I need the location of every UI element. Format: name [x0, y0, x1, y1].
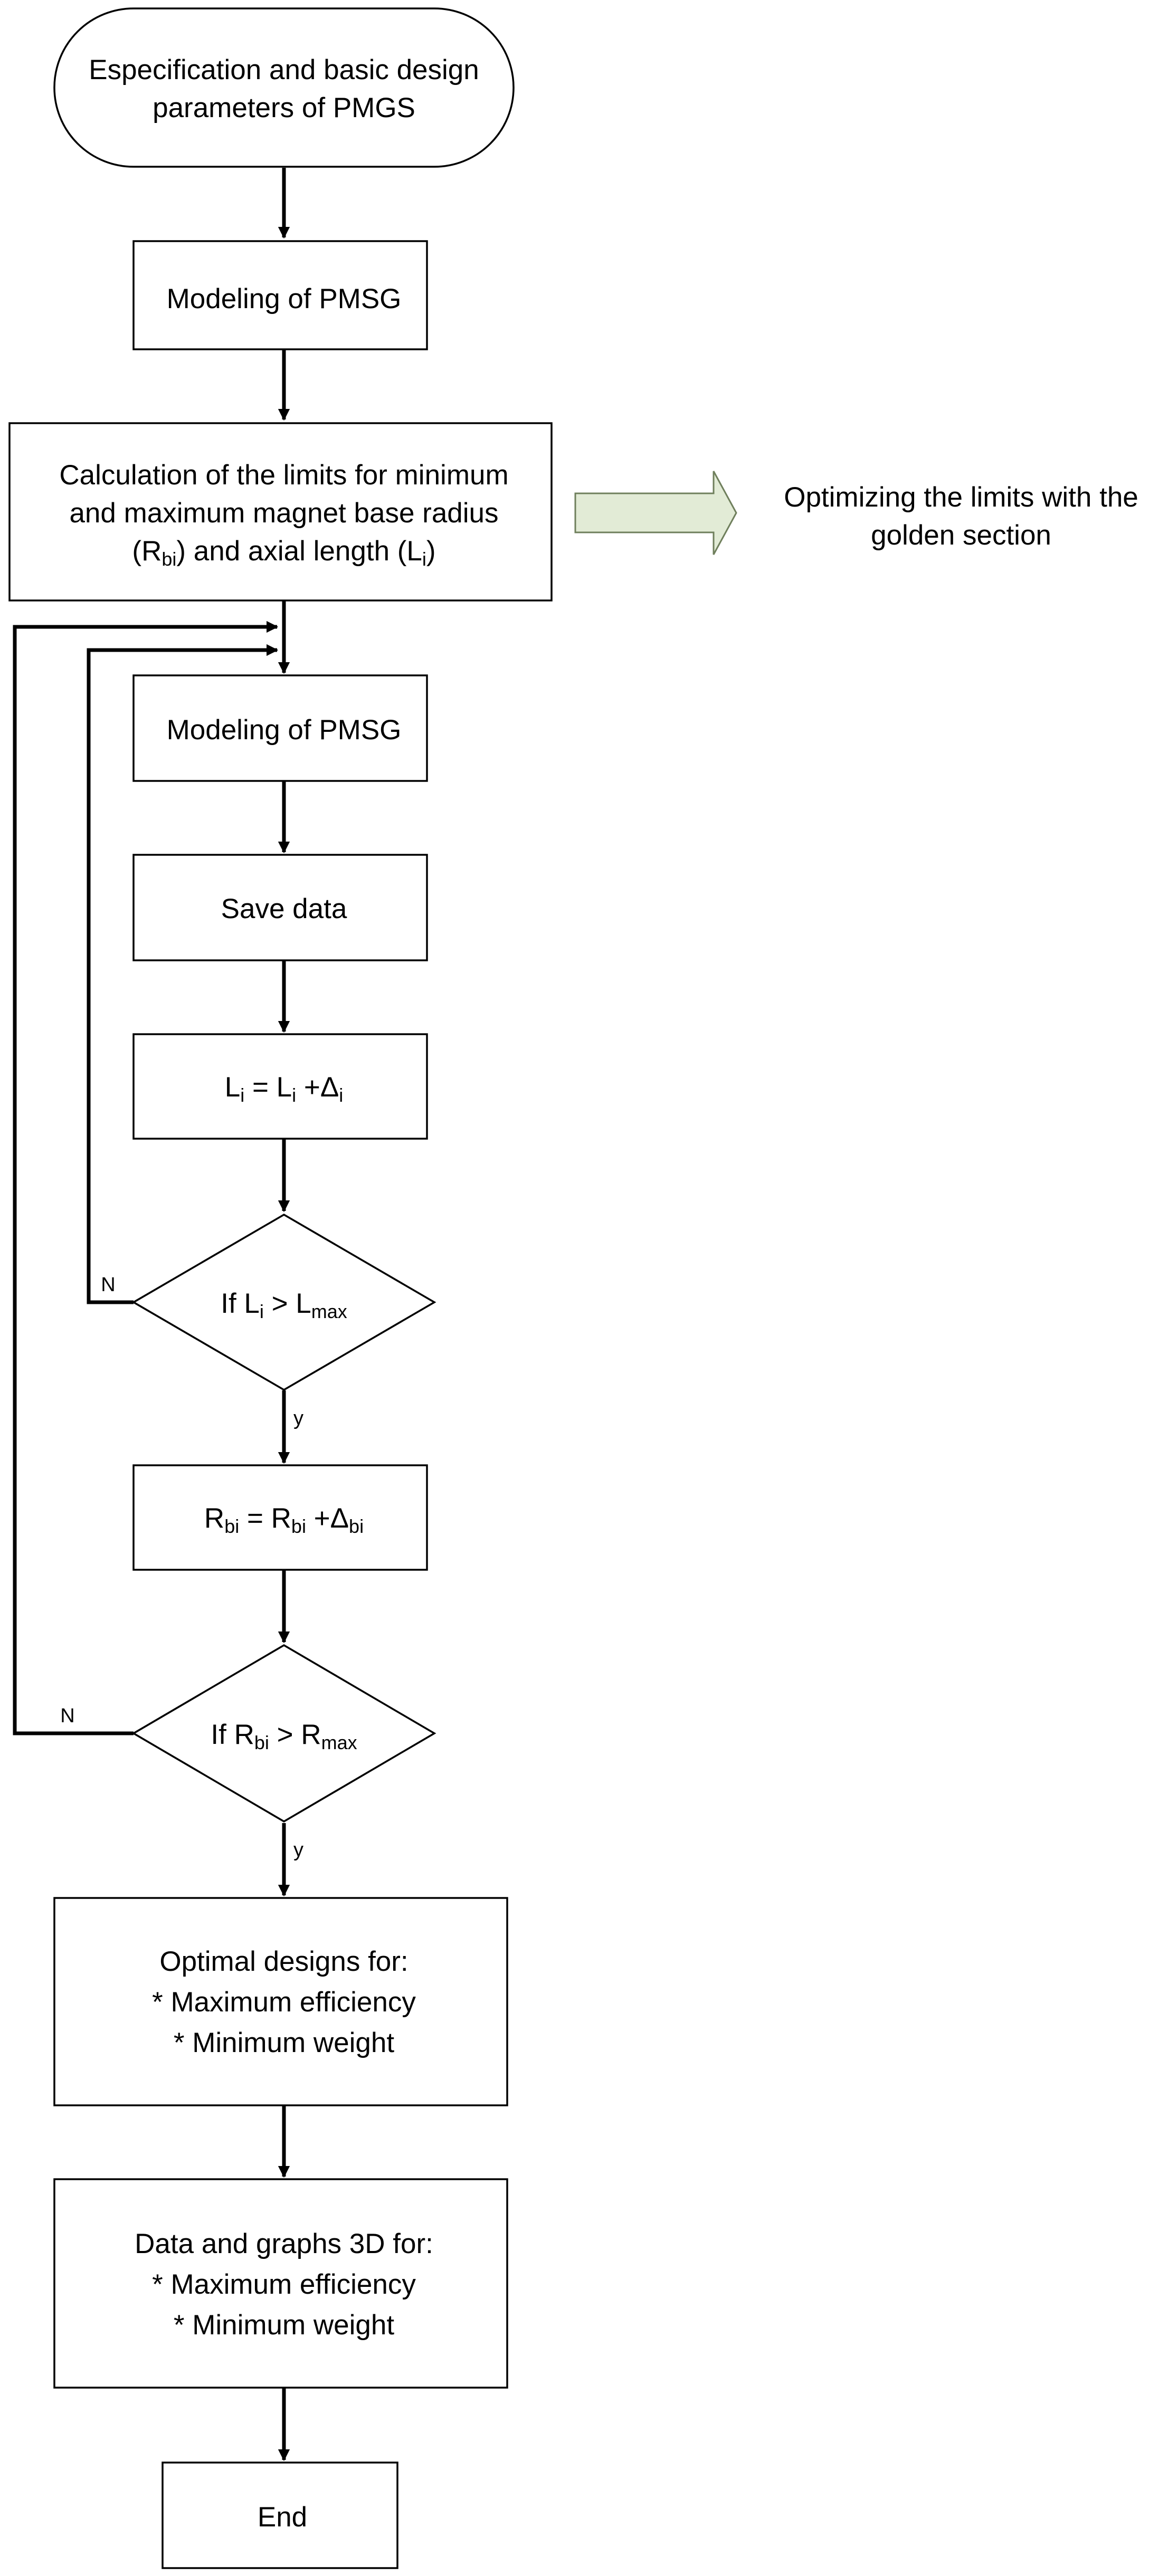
decision-r-b-sub: max	[321, 1732, 357, 1753]
increment-l-b-sub: i	[292, 1084, 296, 1106]
node-decision-r: If Rbi > Rmax	[131, 1644, 436, 1823]
node-decision-l: If Li > Lmax	[131, 1213, 436, 1391]
decision-l-label: If Li > Lmax	[221, 1288, 347, 1322]
decision-l-yes-label: y	[293, 1407, 303, 1429]
edges	[13, 168, 290, 2461]
decision-r-a: If R	[211, 1719, 254, 1750]
node-start: Especification and basic design paramete…	[53, 7, 515, 168]
node-save: Save data	[132, 854, 428, 961]
increment-l-label: Li = Li +Δi	[225, 1072, 343, 1106]
decision-r-yes-label: y	[293, 1839, 303, 1861]
decision-l-diamond	[131, 1213, 436, 1391]
model2-box	[132, 674, 428, 782]
node-model2: Modeling of PMSG	[132, 674, 428, 782]
decision-r-a-sub: bi	[254, 1732, 269, 1753]
decision-r-b: > R	[269, 1719, 321, 1750]
increment-l-a-sub: i	[240, 1084, 244, 1106]
increment-l-a: L	[225, 1072, 240, 1103]
limits-box	[8, 422, 553, 602]
increment-l-c: +Δ	[296, 1072, 339, 1103]
side-note-line1: Optimizing the limits with the	[784, 482, 1138, 513]
limits-line3-sub-rbi: bi	[162, 548, 176, 570]
model2-label: Modeling of PMSG	[167, 714, 402, 746]
edge-labels: N y N y	[60, 1274, 303, 1861]
edge-decision-l-no-loop	[87, 644, 279, 1304]
node-model1: Modeling of PMSG	[132, 240, 428, 350]
optimal-line3: * Minimum weight	[174, 2027, 395, 2058]
side-note: Optimizing the limits with the golden se…	[574, 471, 1138, 555]
limits-line3-mid: ) and axial length (L	[176, 536, 422, 567]
decision-l-no-label: N	[101, 1274, 115, 1296]
node-limits: Calculation of the limits for minimum an…	[8, 422, 553, 602]
decision-l-b: > L	[264, 1288, 311, 1319]
increment-r-c-sub: bi	[349, 1515, 364, 1537]
optimal-box	[53, 1897, 508, 2106]
start-label-line1: Especification and basic design	[89, 54, 479, 85]
node-optimal: Optimal designs for: * Maximum efficienc…	[53, 1897, 508, 2106]
decision-l-a-sub: i	[260, 1301, 264, 1322]
data3d-line3: * Minimum weight	[174, 2310, 395, 2341]
data3d-line1: Data and graphs 3D for:	[135, 2228, 433, 2259]
model1-box	[132, 240, 428, 350]
increment-r-label: Rbi = Rbi +Δbi	[204, 1503, 364, 1537]
increment-r-b-sub: bi	[291, 1515, 306, 1537]
limits-label-line2: and maximum magnet base radius	[69, 498, 498, 529]
increment-l-c-sub: i	[339, 1084, 343, 1106]
increment-r-b: = R	[239, 1503, 291, 1534]
decision-r-label: If Rbi > Rmax	[211, 1719, 357, 1753]
save-box	[132, 854, 428, 961]
node-data3d: Data and graphs 3D for: * Maximum effici…	[53, 2178, 508, 2389]
optimal-line2: * Maximum efficiency	[152, 1987, 416, 2018]
limits-line3-open: (R	[132, 536, 162, 567]
side-note-arrow	[574, 471, 737, 555]
save-label: Save data	[221, 893, 347, 924]
limits-line3-sub-li: i	[422, 548, 426, 570]
decision-l-a: If L	[221, 1288, 260, 1319]
increment-l-b: = L	[244, 1072, 292, 1103]
increment-r-box	[132, 1464, 428, 1571]
node-end: End	[162, 2461, 398, 2569]
decision-r-diamond	[131, 1644, 436, 1823]
node-increment-l: Li = Li +Δi	[132, 1033, 428, 1140]
increment-l-box	[132, 1033, 428, 1140]
increment-r-c: +Δ	[306, 1503, 349, 1534]
data3d-box	[53, 2178, 508, 2389]
increment-r-a-sub: bi	[224, 1515, 239, 1537]
decision-l-b-sub: max	[311, 1301, 347, 1322]
side-note-line2: golden section	[871, 520, 1051, 551]
increment-r-a: R	[204, 1503, 224, 1534]
model1-label: Modeling of PMSG	[167, 283, 402, 314]
start-label-line2: parameters of PMGS	[153, 92, 415, 123]
limits-label-line1: Calculation of the limits for minimum	[59, 460, 508, 491]
decision-r-no-label: N	[60, 1705, 74, 1727]
limits-line3-close: )	[426, 536, 436, 567]
end-label: End	[258, 2502, 307, 2533]
end-box	[162, 2461, 398, 2569]
limits-label-line3: (Rbi) and axial length (Li)	[132, 536, 435, 570]
data3d-line2: * Maximum efficiency	[152, 2269, 416, 2300]
node-increment-r: Rbi = Rbi +Δbi	[132, 1464, 428, 1571]
edge-decision-r-no-loop	[13, 621, 279, 1735]
optimal-line1: Optimal designs for:	[159, 1946, 408, 1977]
start-terminator	[53, 7, 515, 168]
